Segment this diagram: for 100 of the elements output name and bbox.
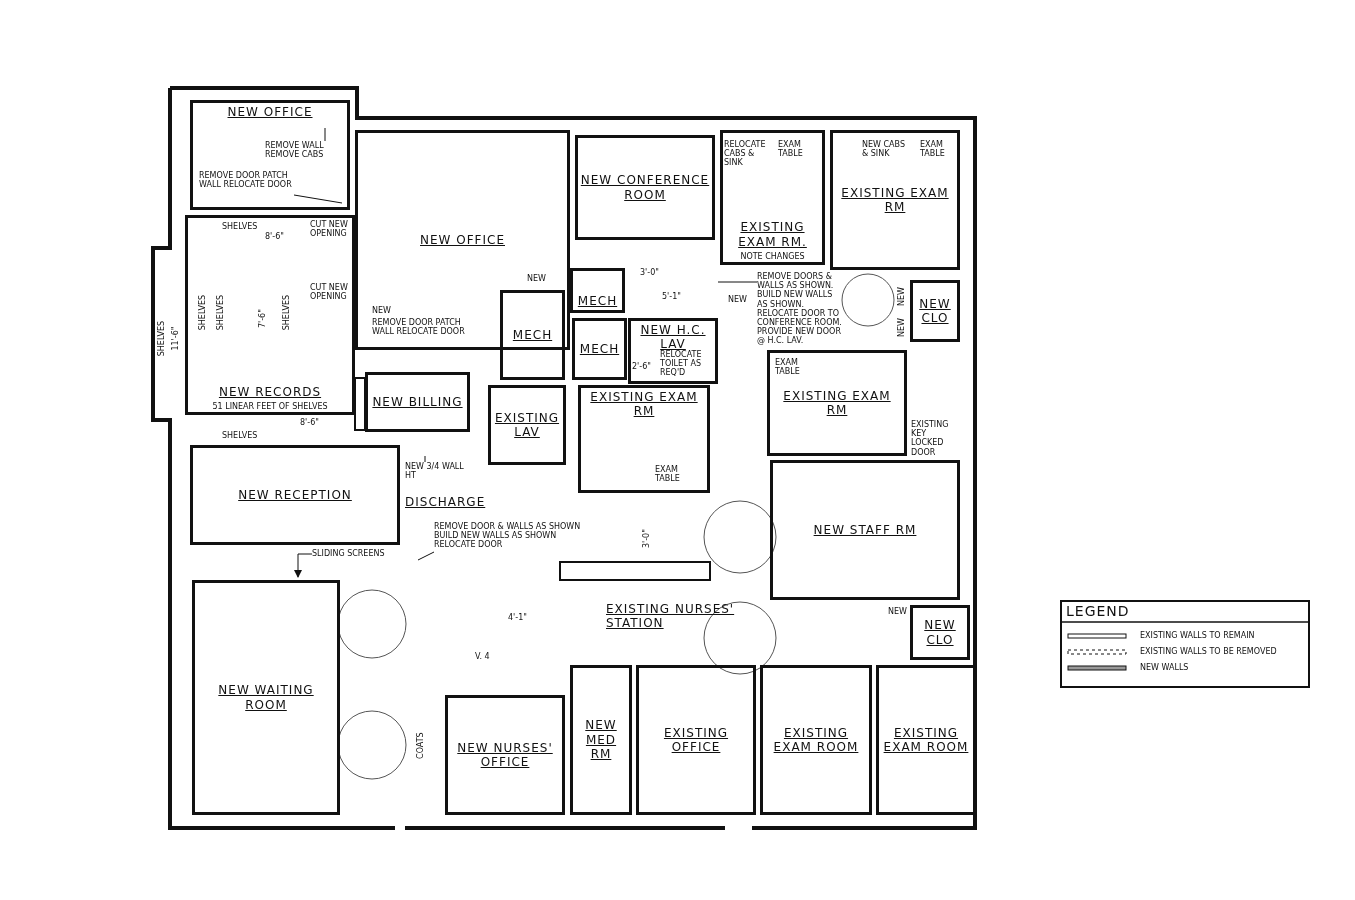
leader-line — [293, 194, 343, 204]
room-outline — [190, 100, 350, 210]
note-text: SHELVES — [222, 222, 258, 232]
room-outline — [910, 605, 970, 660]
annotation-note: SLIDING SCREENS — [312, 549, 397, 559]
room-outline — [572, 318, 627, 380]
note-text: COATS — [415, 731, 425, 759]
note-text: REMOVE DOOR PATCH WALL RELOCATE DOOR — [372, 318, 466, 337]
leader-line — [424, 455, 426, 463]
room-name: NEW MED RM — [584, 718, 618, 762]
room-outline — [570, 268, 625, 313]
room-name: EXISTING EXAM RM — [840, 185, 950, 215]
note-text: RELOCATE CABS & SINK — [724, 140, 767, 168]
leader-arrow — [294, 553, 313, 578]
note-text: V. 4 — [475, 652, 490, 662]
room-outline — [636, 665, 756, 815]
note-text: NEW CABS & SINK — [862, 140, 906, 159]
room-name: EXISTING LAV — [493, 410, 561, 440]
room-outline — [720, 130, 825, 265]
note-text: EXAM TABLE — [775, 358, 801, 377]
room-outline — [760, 665, 872, 815]
area-name: EXISTING NURSES' STATION — [606, 603, 736, 631]
leader-line — [324, 127, 326, 142]
note-text: SHELVES — [197, 294, 207, 330]
note-text: NEW — [896, 286, 906, 306]
room-outline — [570, 665, 632, 815]
note-text: EXISTING KEY LOCKED DOOR — [911, 420, 950, 457]
note-text: SHELVES — [156, 320, 166, 356]
note-text: SHELVES — [281, 294, 291, 330]
dimension-text: 8'-6" — [300, 418, 319, 428]
legend-text: EXISTING WALLS TO BE REMOVED — [1140, 647, 1277, 656]
room-name: EXISTING EXAM RM — [782, 388, 892, 418]
room-outline — [185, 215, 355, 415]
room-outline — [190, 445, 400, 545]
room-name: NEW RECORDS — [218, 384, 322, 399]
room-name: EXISTING EXAM ROOM — [772, 725, 860, 755]
room-outline — [500, 290, 565, 380]
dimension-text: 8'-6" — [265, 232, 284, 242]
room-name: NEW BILLING — [372, 394, 463, 410]
annotation-note: REMOVE DOOR & WALLS AS SHOWN BUILD NEW WALLS AS SHOWN RELOCATE DOOR — [434, 522, 599, 552]
note-text: NEW — [728, 295, 747, 305]
room-outline — [192, 580, 340, 815]
room-name: EXISTING EXAM RM — [589, 390, 699, 419]
note-text: RELOCATE TOILET AS REQ'D — [660, 350, 703, 378]
room-outline — [488, 385, 566, 465]
room-name: NEW OFFICE — [420, 232, 505, 248]
note-text: NEW — [372, 306, 391, 316]
note-text: SHELVES — [215, 294, 225, 330]
legend-text: NEW WALLS — [1140, 663, 1189, 672]
room-name: NEW STAFF RM — [813, 522, 917, 538]
room-name: NEW CLO — [918, 296, 952, 326]
dimension-text: 2'-6" — [632, 362, 651, 372]
room-outline — [628, 318, 718, 384]
leader-line — [717, 281, 758, 283]
room-outline — [770, 460, 960, 600]
room-name: MECH — [579, 341, 620, 357]
dimension-text: 7'-6" — [257, 308, 267, 328]
note-text: EXAM TABLE — [778, 140, 804, 159]
room-name: EXISTING OFFICE — [662, 725, 730, 755]
room-outline — [355, 130, 570, 350]
room-outline — [575, 135, 715, 240]
room-note: NOTE CHANGES — [740, 252, 805, 261]
annotation-note: REMOVE DOOR PATCH WALL RELOCATE DOOR — [199, 171, 294, 195]
room-name: EXISTING EXAM ROOM — [882, 725, 970, 755]
room-note: 51 LINEAR FEET OF SHELVES — [212, 402, 328, 411]
dimension-text: 3'-0" — [641, 528, 651, 548]
room-name: MECH — [577, 293, 618, 308]
annotation-note: REMOVE WALL REMOVE CABS — [265, 141, 343, 163]
room-name: NEW CLO — [923, 618, 957, 647]
note-text: EXAM TABLE — [920, 140, 946, 159]
room-name: MECH — [512, 327, 553, 343]
dimension-text: 5'-1" — [662, 292, 681, 302]
dimension-text: 4'-1" — [508, 613, 527, 623]
room-name: NEW RECEPTION — [238, 487, 352, 503]
room-name: NEW CONFERENCE ROOM — [580, 173, 710, 202]
dimension-text: 11'-6" — [171, 326, 181, 351]
room-outline — [445, 695, 565, 815]
note-text: NEW — [888, 607, 907, 617]
leader-line — [417, 551, 435, 561]
legend-title: LEGEND — [1066, 603, 1130, 620]
room-outline — [365, 372, 470, 432]
note-text: CUT NEW OPENING — [310, 220, 349, 239]
room-name: EXISTING EXAM RM. — [737, 220, 808, 249]
room-outline — [767, 350, 907, 456]
note-text: SHELVES — [222, 431, 258, 441]
area-name: DISCHARGE — [405, 496, 487, 510]
note-text: NEW — [896, 317, 906, 337]
room-outline — [910, 280, 960, 342]
room-outline — [830, 130, 960, 270]
note-text: EXAM TABLE — [655, 465, 681, 484]
room-name: NEW OFFICE — [227, 105, 313, 120]
note-text: NEW — [527, 274, 546, 284]
room-outline — [876, 665, 976, 815]
room-name: NEW NURSES' OFFICE — [456, 740, 554, 770]
annotation-note: REMOVE DOORS & WALLS AS SHOWN. BUILD NEW WALLS AS SHOWN. RELOCATE DOOR TO CONFERENCE ROOM. PROVIDE NEW DOOR @ H.C. LAV. — [757, 272, 845, 348]
legend-text: EXISTING WALLS TO REMAIN — [1140, 631, 1255, 640]
annotation-note: NEW 3/4 WALL HT — [405, 462, 475, 482]
room-name: NEW WAITING ROOM — [217, 683, 315, 712]
note-text: CUT NEW OPENING — [310, 283, 349, 302]
dimension-text: 3'-0" — [640, 268, 659, 278]
